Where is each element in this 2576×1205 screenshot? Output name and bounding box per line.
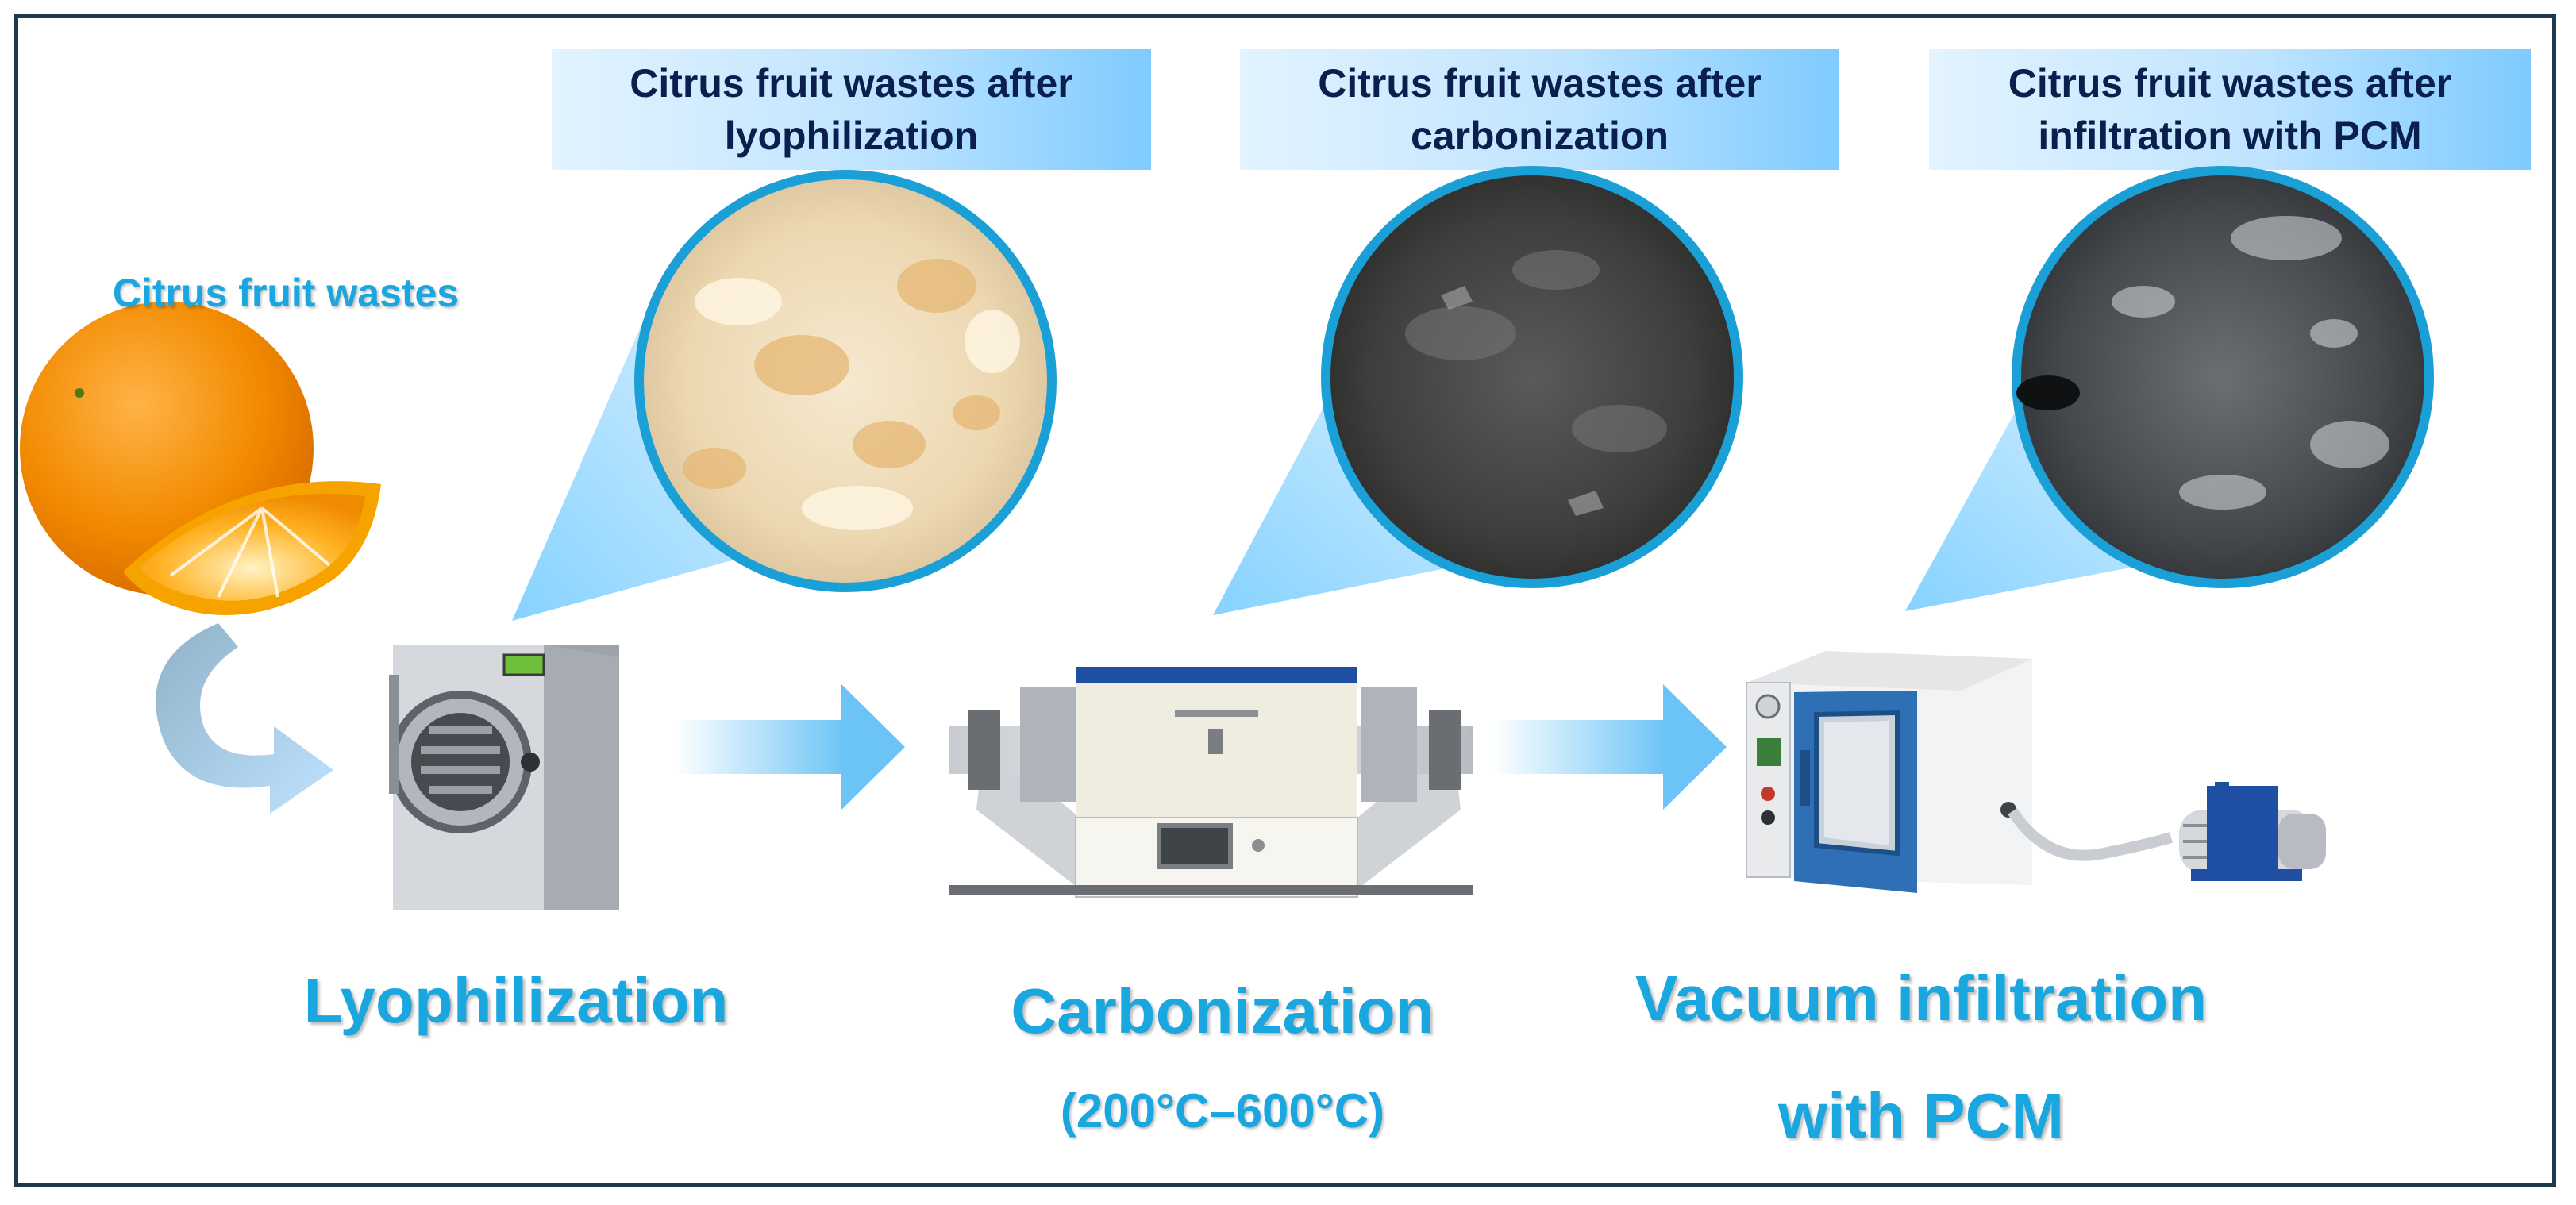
curved-arrow [156, 623, 333, 814]
step-title-lyophilization: Lyophilization [303, 965, 729, 1036]
freeze-dryer-icon [389, 645, 619, 910]
arrow-to-vacuum [1492, 684, 1727, 810]
step-title-vacuum-line2: with PCM [1778, 1080, 2064, 1151]
vacuum-oven-icon [1746, 651, 2032, 893]
figure-frame [14, 14, 2556, 1187]
step-title-carbonization: Carbonization [1011, 976, 1434, 1046]
step-title-vacuum-line1: Vacuum infiltration [1635, 963, 2208, 1034]
zoom-circle-carbonization [1321, 166, 1743, 588]
arrow-to-carbonization [675, 684, 905, 810]
zoom-circle-lyophilization [634, 170, 1057, 592]
vacuum-pump-icon [2179, 782, 2326, 881]
callout-lyophilization [512, 318, 778, 621]
step-subtitle-carbonization: (200°C–600°C) [1060, 1084, 1385, 1138]
vacuum-hose [2008, 808, 2173, 861]
orange-fruit-icon [20, 302, 381, 615]
zoom-circle-pcm [2012, 166, 2434, 588]
tube-furnace-icon [949, 667, 1473, 898]
source-label: Citrus fruit wastes [112, 271, 460, 315]
